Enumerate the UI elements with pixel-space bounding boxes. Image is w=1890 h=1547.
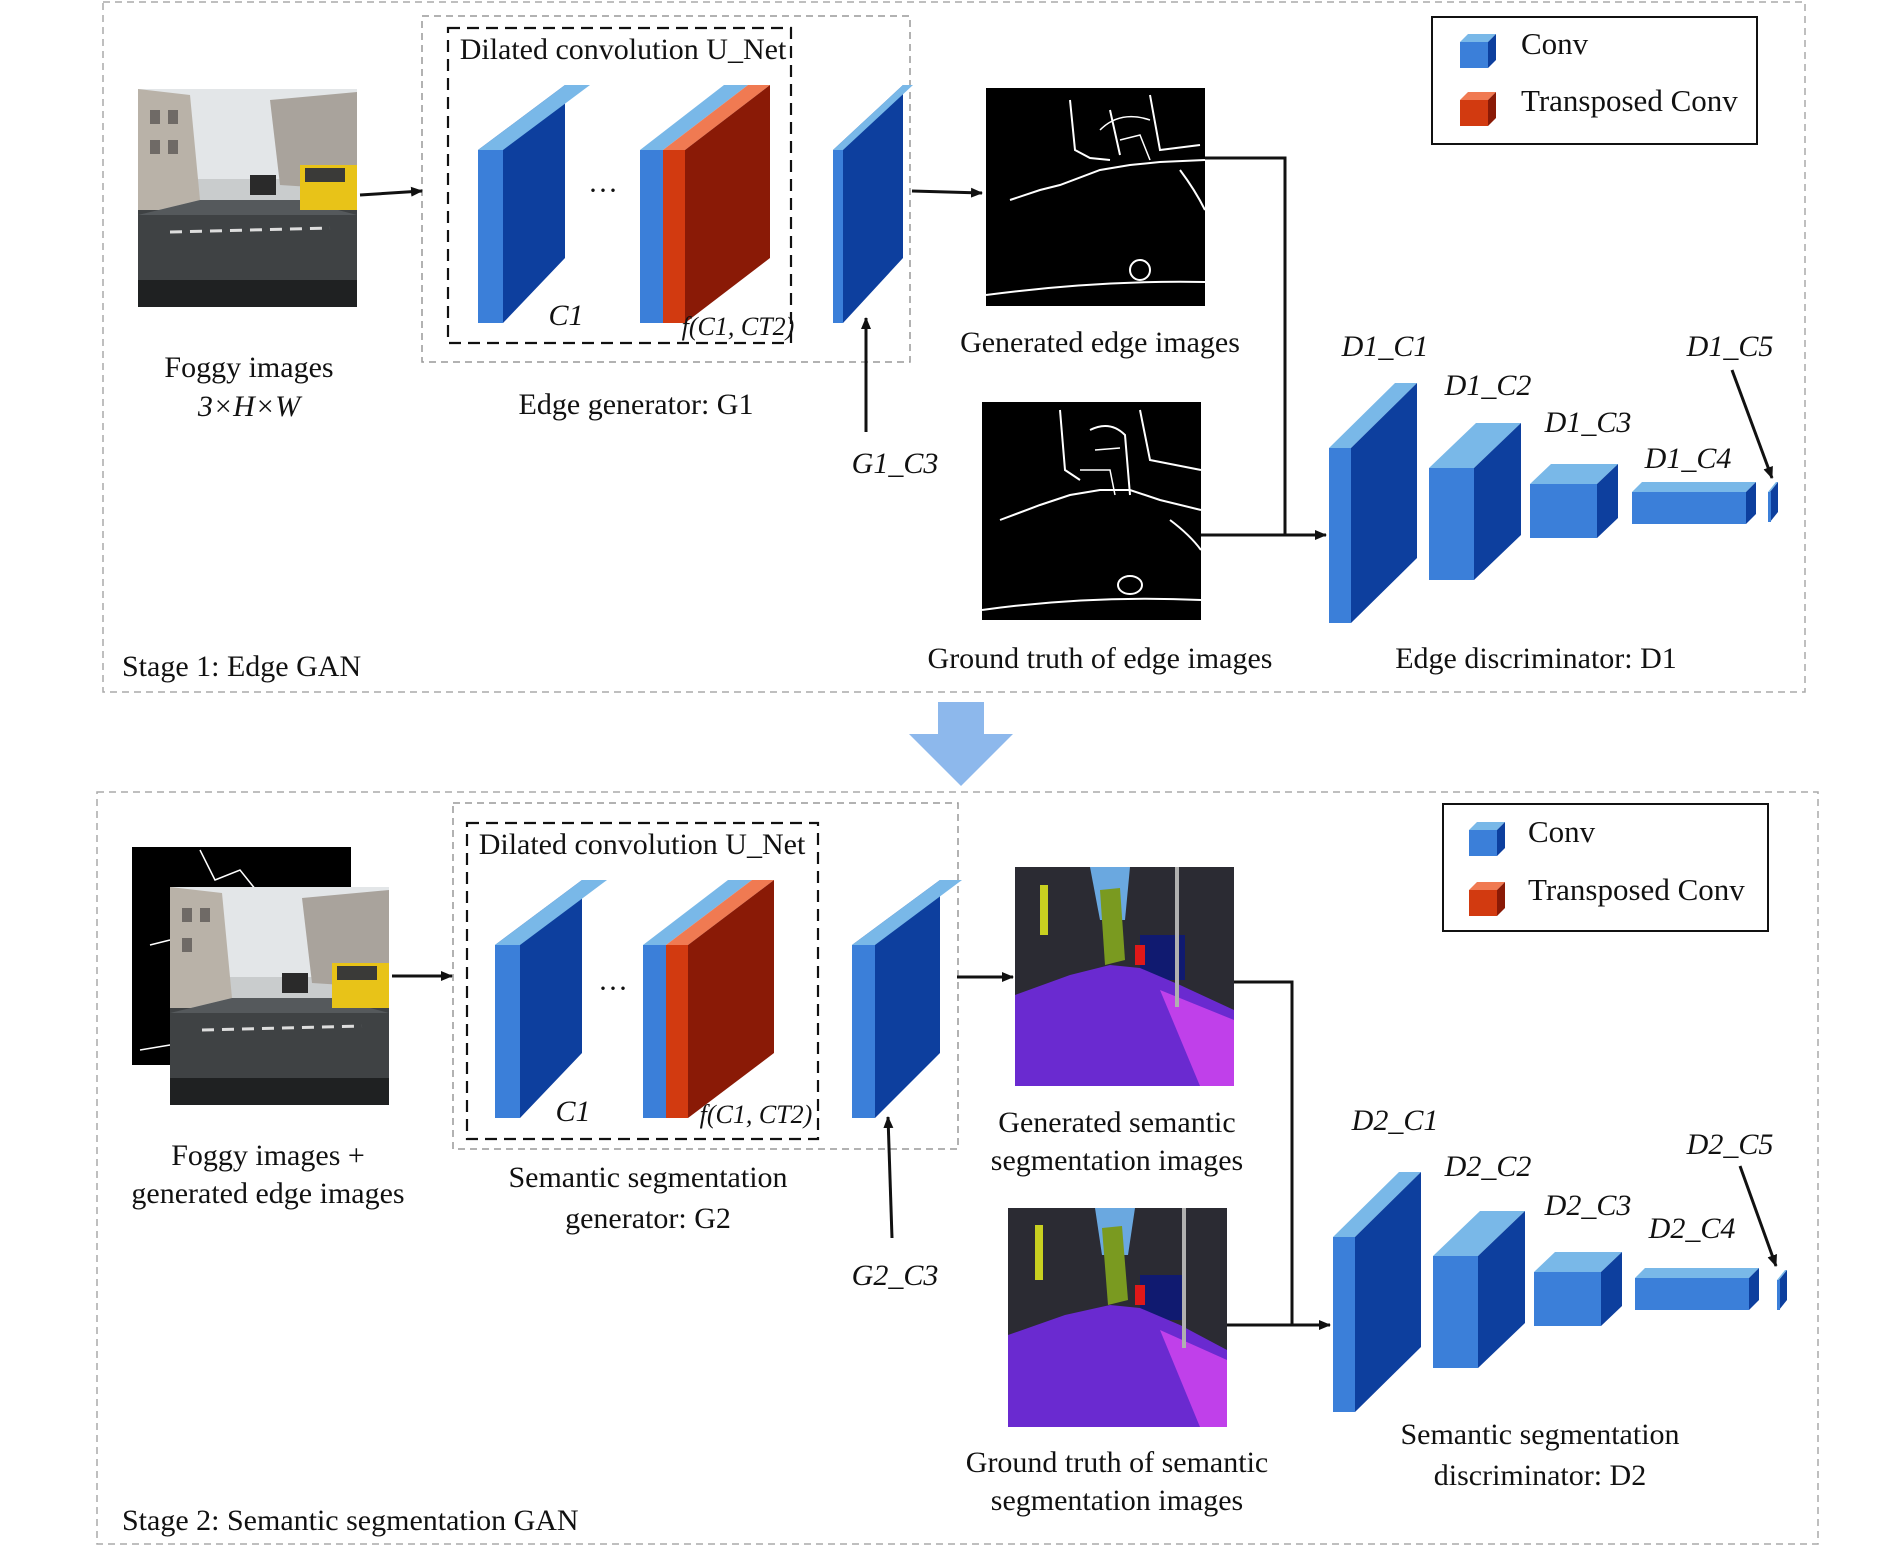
stage2-legend-tconv: Transposed Conv <box>1528 872 1745 907</box>
transposed-conv-cube-icon <box>1469 882 1505 916</box>
stage1-concat-slab <box>640 85 770 323</box>
conv-cube-icon <box>1460 34 1496 68</box>
stage2-gen-to-disc-line <box>1234 980 1294 1325</box>
stage1-panel <box>102 1 1806 693</box>
stage1-conv-slab-c1 <box>478 85 590 323</box>
stage2-discriminator-label-1: Semantic segmentation <box>1400 1418 1679 1451</box>
stage1-ground-truth-edge-image <box>981 402 1202 620</box>
d1-c1-label: D1_C1 <box>1341 330 1429 363</box>
stage2-generated-label-2: segmentation images <box>991 1144 1243 1177</box>
stage1-output-arrow <box>911 187 983 198</box>
stage1-title: Stage 1: Edge GAN <box>122 650 361 683</box>
stage2-discriminator <box>1333 1172 1787 1412</box>
stage2-discriminator-label-2: discriminator: D2 <box>1434 1459 1646 1492</box>
stage2-ground-truth-label-1: Ground truth of semantic <box>966 1446 1268 1479</box>
stage1-legend: Conv Transposed Conv <box>1431 16 1758 145</box>
conv-cube-icon <box>1469 822 1505 856</box>
d2-c4-block <box>1635 1268 1759 1310</box>
d2-c2-block <box>1433 1211 1525 1368</box>
d1-c4-block <box>1632 482 1756 524</box>
stage2-legend: Conv Transposed Conv <box>1442 803 1769 932</box>
stage1-input-shape: 3×H×W <box>197 390 303 423</box>
stage2-c1-label: C1 <box>555 1095 590 1128</box>
d2-c1-label: D2_C1 <box>1351 1104 1439 1137</box>
stage2-foggy-image <box>170 887 389 1105</box>
d2-c5-pointer-arrow <box>1738 1165 1778 1267</box>
d2-c5-label: D2_C5 <box>1686 1128 1774 1161</box>
stage2-generator-label-1: Semantic segmentation <box>508 1161 787 1194</box>
d2-c3-label: D2_C3 <box>1544 1189 1632 1222</box>
stage2-generated-label-1: Generated semantic <box>998 1106 1235 1139</box>
d2-c4-label: D2_C4 <box>1648 1212 1736 1245</box>
d1-c4-label: D1_C4 <box>1644 442 1732 475</box>
stage2-conv-slab-c1 <box>495 880 607 1118</box>
d1-c5-label: D1_C5 <box>1686 330 1774 363</box>
stage2-unet-box <box>465 821 820 1141</box>
stage1-legend-conv: Conv <box>1521 26 1589 61</box>
stage1-unet-box <box>446 26 793 345</box>
d1-c2-block <box>1429 423 1521 580</box>
stage1-gen-to-disc-line <box>1205 156 1287 535</box>
transposed-conv-cube-icon <box>1460 92 1496 126</box>
stage1-input-arrow <box>359 186 423 197</box>
stage2-unet-title: Dilated convolution U_Net <box>479 828 806 861</box>
stage1-discriminator-label: Edge discriminator: D1 <box>1395 642 1677 675</box>
stage1-generated-edge-image <box>985 88 1206 306</box>
stage2-concat-slab <box>643 880 774 1118</box>
stage1-c1-label: C1 <box>548 299 583 332</box>
stage2-legend-conv: Conv <box>1528 814 1596 849</box>
stage2-g-c3-arrow <box>883 1116 894 1239</box>
d1-c2-label: D1_C2 <box>1444 369 1532 402</box>
stage2-input-label-1: Foggy images + <box>171 1139 365 1172</box>
d1-c5-pointer-arrow <box>1730 369 1774 479</box>
stage2-input-label-2: generated edge images <box>131 1177 404 1210</box>
stage1-ellipsis: ··· <box>588 174 618 207</box>
stage1-g-c3-slab <box>833 85 913 323</box>
stage1-discriminator <box>1329 383 1778 623</box>
stage1-g-c3-label: G1_C3 <box>852 447 939 480</box>
d1-c3-label: D1_C3 <box>1544 406 1632 439</box>
stage1-legend-tconv: Transposed Conv <box>1521 83 1738 118</box>
stage1-generated-label: Generated edge images <box>960 326 1240 359</box>
d1-c3-block <box>1530 464 1618 538</box>
d2-c5-block <box>1777 1270 1787 1310</box>
stage1-ground-truth-label: Ground truth of edge images <box>928 642 1273 675</box>
flow-down-arrow-icon <box>909 702 1013 786</box>
stage2-g-c3-slab <box>852 880 962 1118</box>
stage2-ellipsis: ··· <box>598 972 628 1005</box>
stage2-ground-truth-label-2: segmentation images <box>991 1484 1243 1517</box>
stage2-ground-truth-seg-image <box>1008 1208 1227 1427</box>
stage2-g-c3-label: G2_C3 <box>852 1259 939 1292</box>
stage2-generator-label-2: generator: G2 <box>565 1202 731 1235</box>
d1-c1-block <box>1329 383 1417 623</box>
d2-c1-block <box>1333 1172 1421 1412</box>
stage1-generator-label: Edge generator: G1 <box>519 388 754 421</box>
stage1-foggy-image <box>138 89 357 307</box>
stage1-input-label: Foggy images <box>164 351 333 384</box>
d2-c2-label: D2_C2 <box>1444 1150 1532 1183</box>
stage2-f-label: f(C1, CT2) <box>700 1100 813 1129</box>
stage2-title: Stage 2: Semantic segmentation GAN <box>122 1504 579 1537</box>
stage2-generated-seg-image <box>1015 867 1234 1086</box>
stage1-unet-title: Dilated convolution U_Net <box>460 33 787 66</box>
d2-c3-block <box>1534 1252 1622 1326</box>
stage1-f-label: f(C1, CT2) <box>682 312 795 341</box>
d1-c5-block <box>1768 482 1778 522</box>
